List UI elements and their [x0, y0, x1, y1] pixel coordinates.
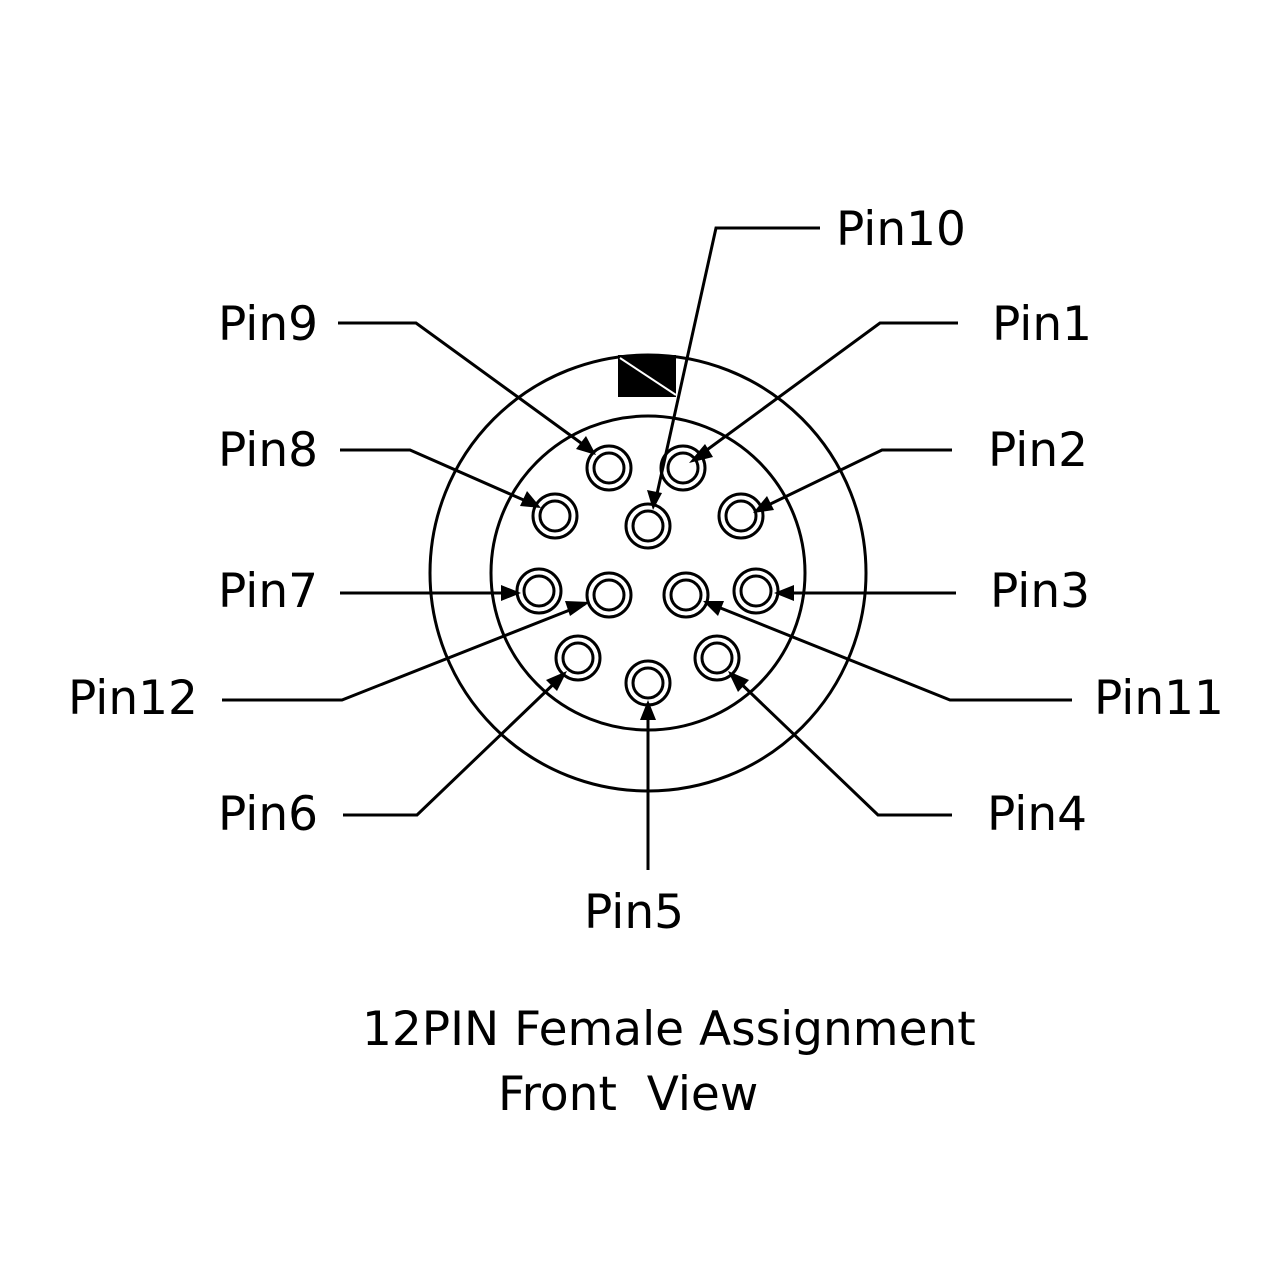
- leader-lines: [222, 226, 1072, 870]
- pin-label-1: Pin1: [992, 297, 1092, 352]
- pin-socket-3: [732, 567, 780, 615]
- pin-socket-9: [585, 444, 633, 492]
- arrow-pin10: [647, 490, 662, 510]
- leader-pin6: [343, 673, 565, 817]
- pin-label-6: Pin6: [218, 787, 318, 842]
- arrow-pin5: [640, 700, 656, 720]
- pin-socket-2: [717, 492, 765, 540]
- pin-label-7: Pin7: [218, 564, 318, 619]
- pin-socket-11: [662, 571, 710, 619]
- leader-pin9: [338, 321, 593, 453]
- arrow-pin7: [501, 585, 521, 601]
- arrow-pin8: [520, 491, 541, 508]
- arrow-pin4: [728, 671, 749, 692]
- pin-label-5: Pin5: [584, 885, 684, 940]
- leader-pin12: [222, 602, 586, 702]
- pin-labels: Pin10 Pin9 Pin1 Pin8 Pin2 Pin7 Pin3 Pin1…: [68, 202, 1224, 940]
- key-notch: [618, 355, 677, 397]
- caption-title: 12PIN Female Assignment: [362, 1002, 976, 1057]
- arrow-heads: [501, 436, 794, 720]
- pin-label-2: Pin2: [988, 423, 1088, 478]
- pin-socket-12: [585, 571, 633, 619]
- leader-pin10: [653, 226, 820, 504]
- pin-socket-10: [624, 502, 672, 550]
- pin-socket-7: [515, 567, 563, 615]
- pin-label-4: Pin4: [987, 787, 1087, 842]
- pin-socket-5: [624, 659, 672, 707]
- pin-label-3: Pin3: [990, 564, 1090, 619]
- pin-socket-4: [693, 634, 741, 682]
- leader-pin2: [757, 448, 952, 512]
- leader-pin11: [707, 601, 1072, 702]
- arrow-pin9: [576, 436, 596, 455]
- pin-socket-1: [659, 444, 707, 492]
- arrow-pin3: [774, 585, 794, 601]
- arrow-pin2: [753, 496, 774, 513]
- pin-label-10: Pin10: [836, 202, 966, 257]
- pin-sockets: [515, 444, 780, 707]
- leader-pin1: [699, 321, 958, 457]
- leader-pin4: [731, 674, 952, 817]
- arrow-pin1: [689, 444, 713, 463]
- pin-label-9: Pin9: [218, 297, 318, 352]
- pin-label-8: Pin8: [218, 423, 318, 478]
- arrow-pin6: [546, 671, 567, 691]
- caption-subtitle: Front View: [498, 1067, 758, 1122]
- pin-label-12: Pin12: [68, 671, 198, 726]
- pin-socket-8: [531, 492, 579, 540]
- pin-label-11: Pin11: [1094, 671, 1224, 726]
- arrow-pin12: [565, 601, 590, 616]
- pin-socket-6: [554, 634, 602, 682]
- leader-pin8: [340, 448, 536, 507]
- arrow-pin11: [703, 601, 724, 616]
